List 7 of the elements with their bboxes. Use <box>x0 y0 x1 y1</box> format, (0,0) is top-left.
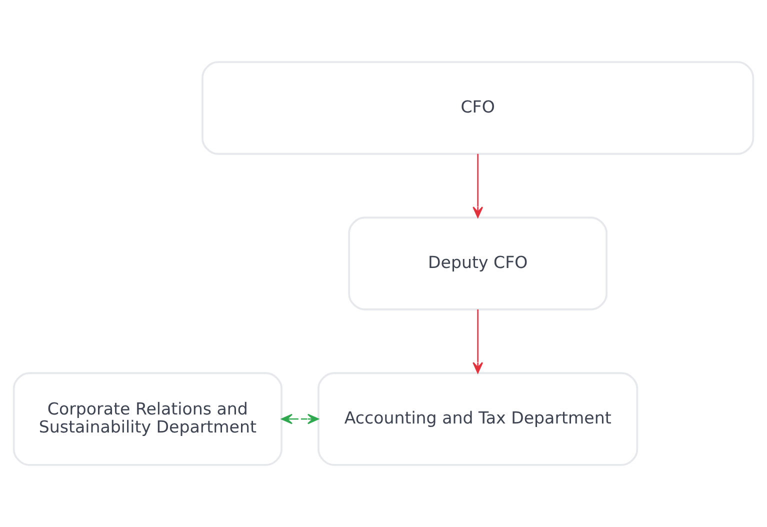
arrow <box>472 309 484 374</box>
node-box: Accounting and Tax Department <box>318 372 638 466</box>
node-box: Corporate Relations and Sustainability Department <box>12 372 282 466</box>
node-box: CFO <box>202 61 754 155</box>
arrow <box>472 154 484 218</box>
arrow <box>281 414 319 424</box>
node-box: Deputy CFO <box>348 216 608 310</box>
